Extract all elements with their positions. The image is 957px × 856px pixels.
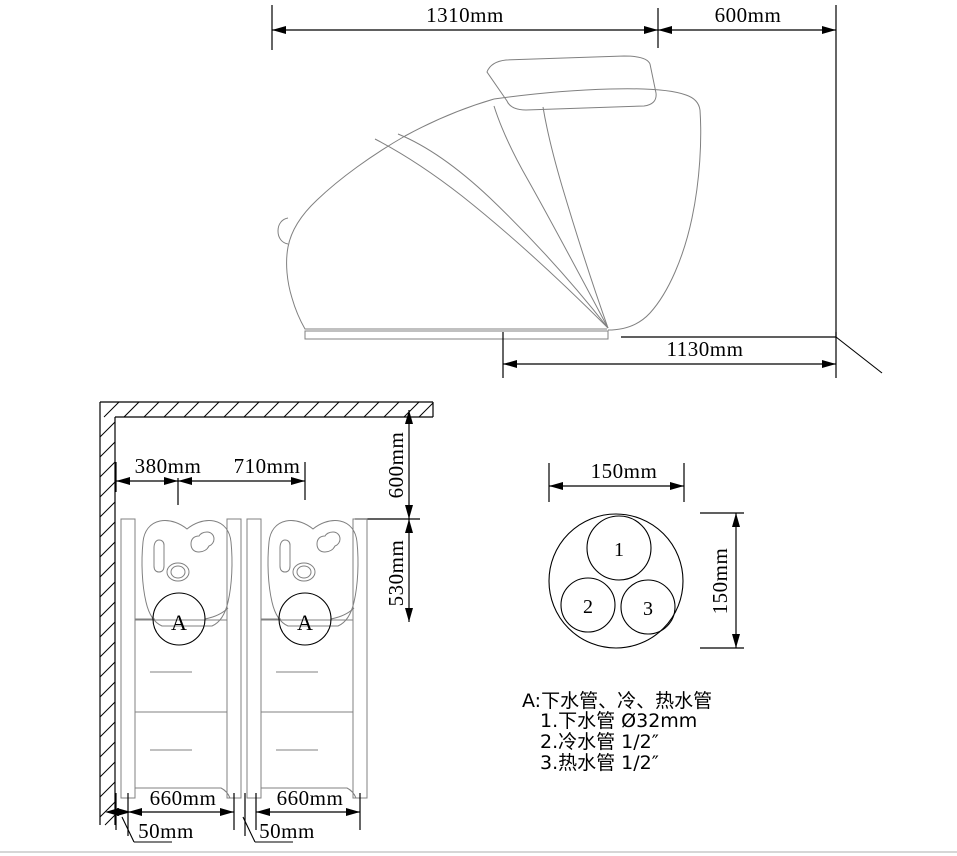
seat-top-edge-right <box>261 607 355 620</box>
arrowhead-1310-right <box>644 26 658 34</box>
arrowhead-380-left <box>116 477 130 485</box>
chair-fan-line-3 <box>493 105 609 329</box>
arrowhead-1310-left <box>272 26 286 34</box>
arrowhead-530v-bottom <box>405 608 413 622</box>
pipe-label-1: 1 <box>614 539 624 561</box>
pipe-label-2: 2 <box>583 596 593 618</box>
basin-outline-right <box>267 520 359 627</box>
arrowhead-150v-top <box>732 513 740 527</box>
arrowhead-600v-top <box>405 410 413 424</box>
arrowhead-150v-bottom <box>732 634 740 648</box>
chair-fan-line-4 <box>542 106 609 329</box>
arrowhead-380-right <box>164 477 178 485</box>
plan-wall-group <box>99 401 434 826</box>
unit-left-rail-outer <box>120 518 136 799</box>
arrowhead-710-left <box>178 477 192 485</box>
callout-circle-left[interactable] <box>152 592 206 646</box>
arrowhead-530v-top <box>405 519 413 533</box>
leader-50-right <box>242 816 256 843</box>
plan-unit-left: A <box>120 518 242 799</box>
chair-left-nub <box>277 217 289 245</box>
callout-circle-right[interactable] <box>278 592 332 646</box>
soap-holder-right <box>316 531 341 553</box>
pipe-circle-1[interactable] <box>586 515 652 581</box>
arrowhead-710-right <box>291 477 305 485</box>
dim-label-unit-depth: 530mm <box>384 540 408 607</box>
arrowhead-150h-right <box>670 482 684 490</box>
dim-label-wall-offset-top: 600mm <box>384 432 408 499</box>
elevation-bottom-dimension-group: 1130mm <box>502 50 883 378</box>
drain-inner-right <box>296 565 312 579</box>
plan-right-dimension-group: 600mm 530mm <box>355 410 420 622</box>
unit-right-rail-inner <box>352 518 368 799</box>
callout-label-left: A <box>171 610 187 635</box>
chair-fan-line-2 <box>397 133 609 329</box>
basin-outline-left <box>141 520 233 627</box>
chair-fan-line-1 <box>374 138 609 329</box>
dim-label-unit-width: 1310mm <box>426 3 504 27</box>
legend-item-3: 3.热水管 1/2″ <box>540 752 659 774</box>
dim-label-detail-height: 150mm <box>708 548 732 615</box>
wall-hatch-horizontal <box>103 401 434 418</box>
arrowhead-1130-left <box>503 360 517 368</box>
legend-block: A:下水管、冷、热水管 1.下水管 Ø32mm 2.冷水管 1/2″ 3.热水管… <box>522 690 712 774</box>
leader-50-left <box>121 816 135 843</box>
drain-inner-left <box>170 565 186 579</box>
panel-bottom-right <box>261 787 357 799</box>
arrowhead-50L-left <box>105 808 119 816</box>
seat-top-edge-left <box>135 607 229 620</box>
arrowhead-1130-right <box>822 360 836 368</box>
detail-pipe-cluster-group: 150mm 150mm 1 2 3 <box>548 459 744 649</box>
chair-base-plinth <box>304 330 609 340</box>
arrowhead-150h-left <box>549 482 563 490</box>
faucet-slot-right <box>279 539 291 573</box>
dim-label-gap-left: 50mm <box>138 819 194 843</box>
dim-label-unit-width-right: 660mm <box>277 786 344 810</box>
unit-right-rail-outer <box>246 518 262 799</box>
unit-left-rail-inner <box>226 518 242 799</box>
plan-bottom-dimension-group: 660mm 660mm 50mm 50mm <box>105 786 361 843</box>
pipe-label-3: 3 <box>643 598 653 620</box>
legend-item-1: 1.下水管 Ø32mm <box>540 710 697 732</box>
legend-item-2: 2.冷水管 1/2″ <box>540 731 659 753</box>
dim-label-gap-right: 50mm <box>259 819 315 843</box>
pipe-circle-3[interactable] <box>620 579 676 635</box>
arrowhead-660L-right <box>220 808 234 816</box>
dim-label-detail-width: 150mm <box>591 459 658 483</box>
callout-label-right: A <box>297 610 313 635</box>
pipe-cluster-outer-circle <box>548 513 684 649</box>
dim-label-clearance-right: 600mm <box>715 3 782 27</box>
chair-headrest-outline <box>486 55 657 111</box>
drain-outer-left <box>166 562 190 582</box>
arrowhead-660L-left <box>128 808 142 816</box>
pipe-circle-2[interactable] <box>560 577 616 633</box>
plan-unit-right: A <box>246 518 368 799</box>
arrowhead-50L-right <box>117 808 131 816</box>
arrowhead-660R-right <box>346 808 360 816</box>
arrowhead-600v-bottom <box>405 505 413 519</box>
dim-label-wall-to-first: 380mm <box>135 454 202 478</box>
dim-label-unit-width-left: 660mm <box>150 786 217 810</box>
drain-outer-right <box>292 562 316 582</box>
arrowhead-600-right <box>822 26 836 34</box>
panel-bottom-left <box>135 787 231 799</box>
soap-holder-left <box>190 531 215 553</box>
dim-label-first-to-second: 710mm <box>234 454 301 478</box>
elevation-chair-profile <box>277 55 702 340</box>
elevation-top-dimension-group: 1310mm 600mm <box>271 3 837 50</box>
legend-heading: A:下水管、冷、热水管 <box>522 690 712 712</box>
faucet-slot-left <box>153 539 165 573</box>
plan-top-dimension-group: 380mm 710mm <box>115 454 306 505</box>
dim-label-base-depth: 1130mm <box>667 337 744 361</box>
chair-right-shell <box>607 109 702 331</box>
arrowhead-660R-left <box>256 808 270 816</box>
chair-top-curve <box>493 88 701 111</box>
corner-diagonal-leader <box>835 336 883 374</box>
arrowhead-600-left <box>658 26 672 34</box>
wall-hatch-vertical <box>99 421 116 826</box>
chair-body-left-outline <box>286 98 607 330</box>
